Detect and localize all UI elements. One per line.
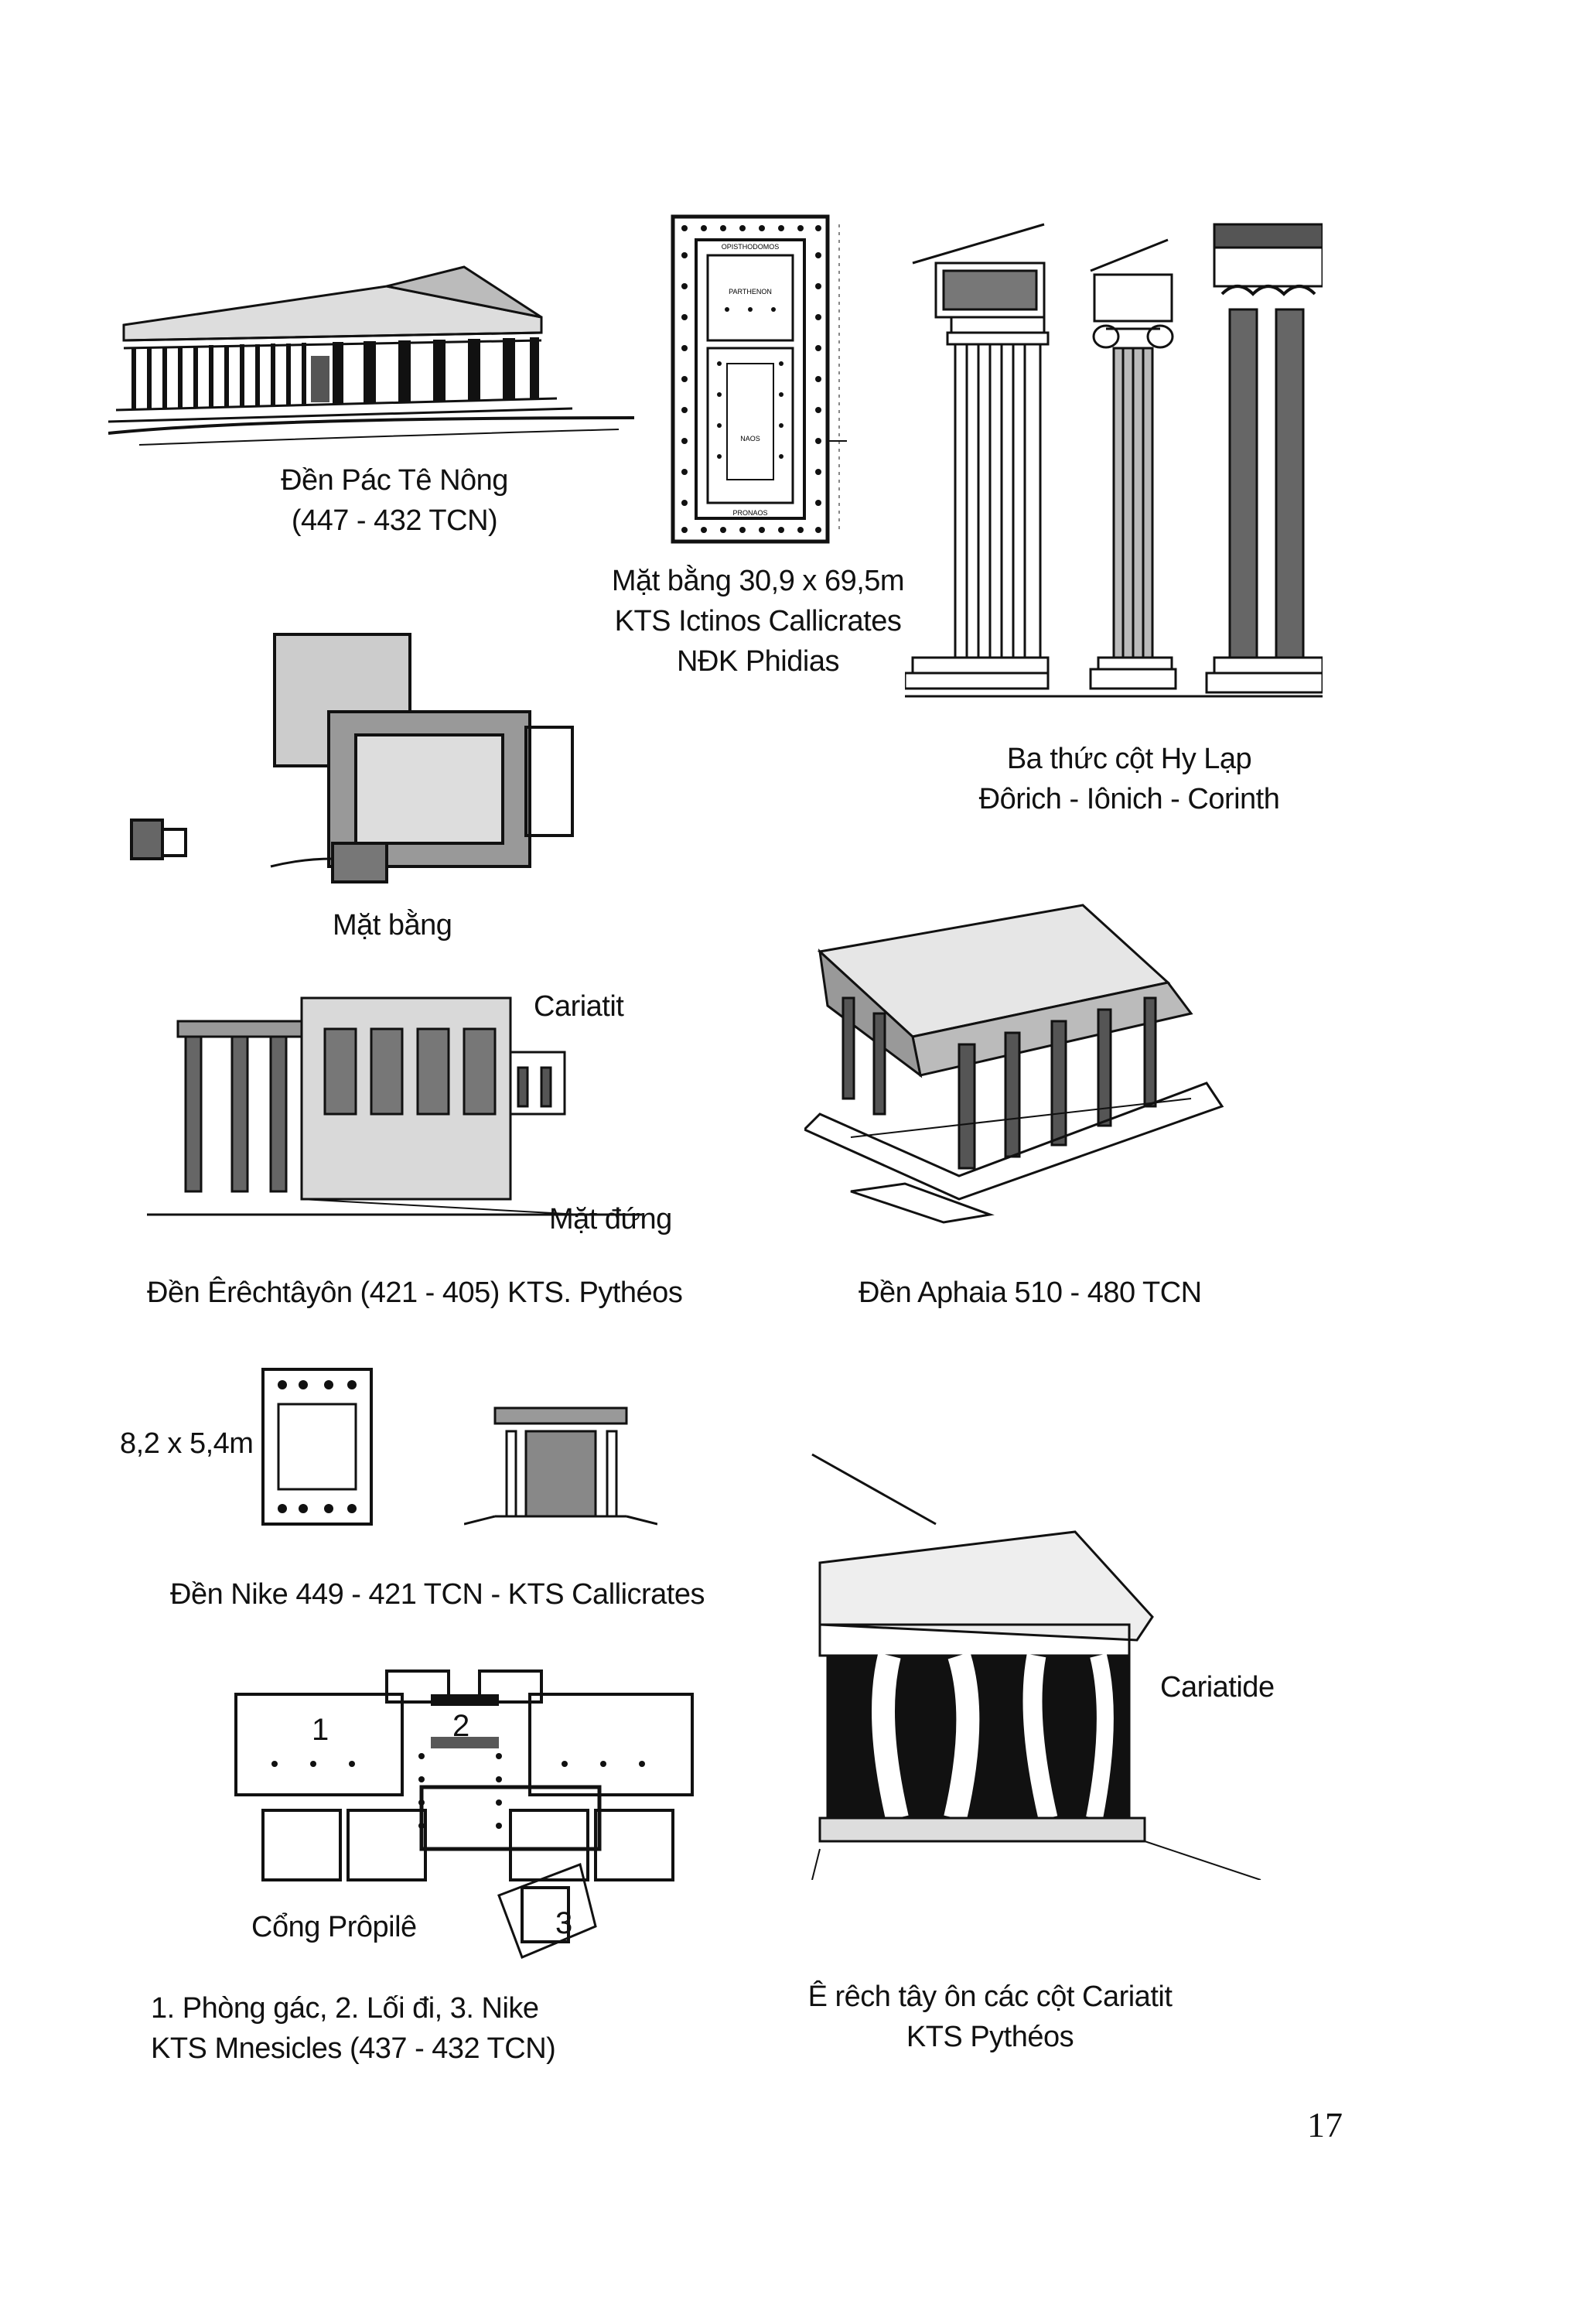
caryatid-porch-drawing bbox=[797, 1447, 1276, 1880]
propylaea-number-2: 2 bbox=[452, 1709, 469, 1743]
propylaea-legend: 1. Phòng gác, 2. Lối đi, 3. Nike KTS Mne… bbox=[151, 1988, 556, 2069]
plan-label-parthenon: PARTHENON bbox=[729, 288, 772, 296]
plan-label-opisthodomos: OPISTHODOMOS bbox=[722, 243, 780, 251]
parthenon-caption-line2: (447 - 432 TCN) bbox=[291, 504, 498, 537]
propylaea-legend-line2: KTS Mnesicles (437 - 432 TCN) bbox=[151, 2032, 556, 2065]
aphaia-temple-drawing bbox=[804, 882, 1238, 1238]
caryatid-caption: Ê rêch tây ôn các cột Cariatit KTS Pythé… bbox=[797, 1977, 1183, 2057]
propylaea-legend-line1: 1. Phòng gác, 2. Lối đi, 3. Nike bbox=[151, 1992, 539, 2025]
column-orders-caption-line1: Ba thức cột Hy Lạp bbox=[1006, 743, 1252, 775]
propylaea-caption: Cổng Prôpilê bbox=[251, 1911, 417, 1943]
column-orders-caption-line2: Đôrich - Iônich - Corinth bbox=[978, 783, 1280, 815]
parthenon-plan-caption-line2: KTS Ictinos Callicrates bbox=[614, 605, 902, 637]
plan-label-naos: NAOS bbox=[740, 435, 760, 443]
erechtheion-elevation-drawing bbox=[147, 983, 642, 1230]
nike-elevation-drawing bbox=[464, 1400, 657, 1532]
erechtheion-plan-drawing bbox=[124, 627, 596, 890]
erechtheion-caption: Đền Êrêchtâyôn (421 - 405) KTS. Pythéos bbox=[147, 1276, 683, 1309]
parthenon-drawing bbox=[108, 224, 634, 456]
elevation-label: Mặt đứng bbox=[549, 1203, 672, 1235]
column-orders-drawing bbox=[905, 217, 1323, 712]
aphaia-caption: Đền Aphaia 510 - 480 TCN bbox=[859, 1276, 1202, 1309]
caryatid-caption-line2: KTS Pythéos bbox=[906, 2021, 1074, 2053]
propylaea-number-1: 1 bbox=[312, 1713, 329, 1747]
parthenon-plan-caption: Mặt bằng 30,9 x 69,5m KTS Ictinos Callic… bbox=[588, 561, 928, 682]
parthenon-caption: Đền Pác Tê Nông (447 - 432 TCN) bbox=[255, 460, 534, 541]
erechtheion-plan-caption: Mặt bằng bbox=[333, 909, 452, 942]
parthenon-caption-line1: Đền Pác Tê Nông bbox=[281, 464, 508, 497]
nike-dimension: 8,2 x 5,4m bbox=[120, 1427, 254, 1460]
parthenon-plan-caption-line1: Mặt bằng 30,9 x 69,5m bbox=[611, 565, 905, 597]
plan-label-pronaos: PRONAOS bbox=[732, 509, 767, 517]
caryatid-caption-line1: Ê rêch tây ôn các cột Cariatit bbox=[807, 1981, 1173, 2013]
propylaea-number-3: 3 bbox=[555, 1906, 572, 1940]
nike-caption: Đền Nike 449 - 421 TCN - KTS Callicrates bbox=[170, 1578, 705, 1611]
cariatit-label: Cariatit bbox=[534, 990, 624, 1023]
propylaea-plan-drawing bbox=[232, 1663, 696, 1973]
nike-plan-drawing bbox=[255, 1362, 379, 1532]
page-number: 17 bbox=[1307, 2105, 1343, 2145]
column-orders-caption: Ba thức cột Hy Lạp Đôrich - Iônich - Cor… bbox=[959, 739, 1299, 819]
cariatide-label: Cariatide bbox=[1160, 1671, 1275, 1704]
parthenon-plan-caption-line3: NĐK Phidias bbox=[677, 645, 839, 678]
parthenon-plan-drawing: OPISTHODOMOS PARTHENON NAOS PRONAOS bbox=[665, 209, 851, 549]
